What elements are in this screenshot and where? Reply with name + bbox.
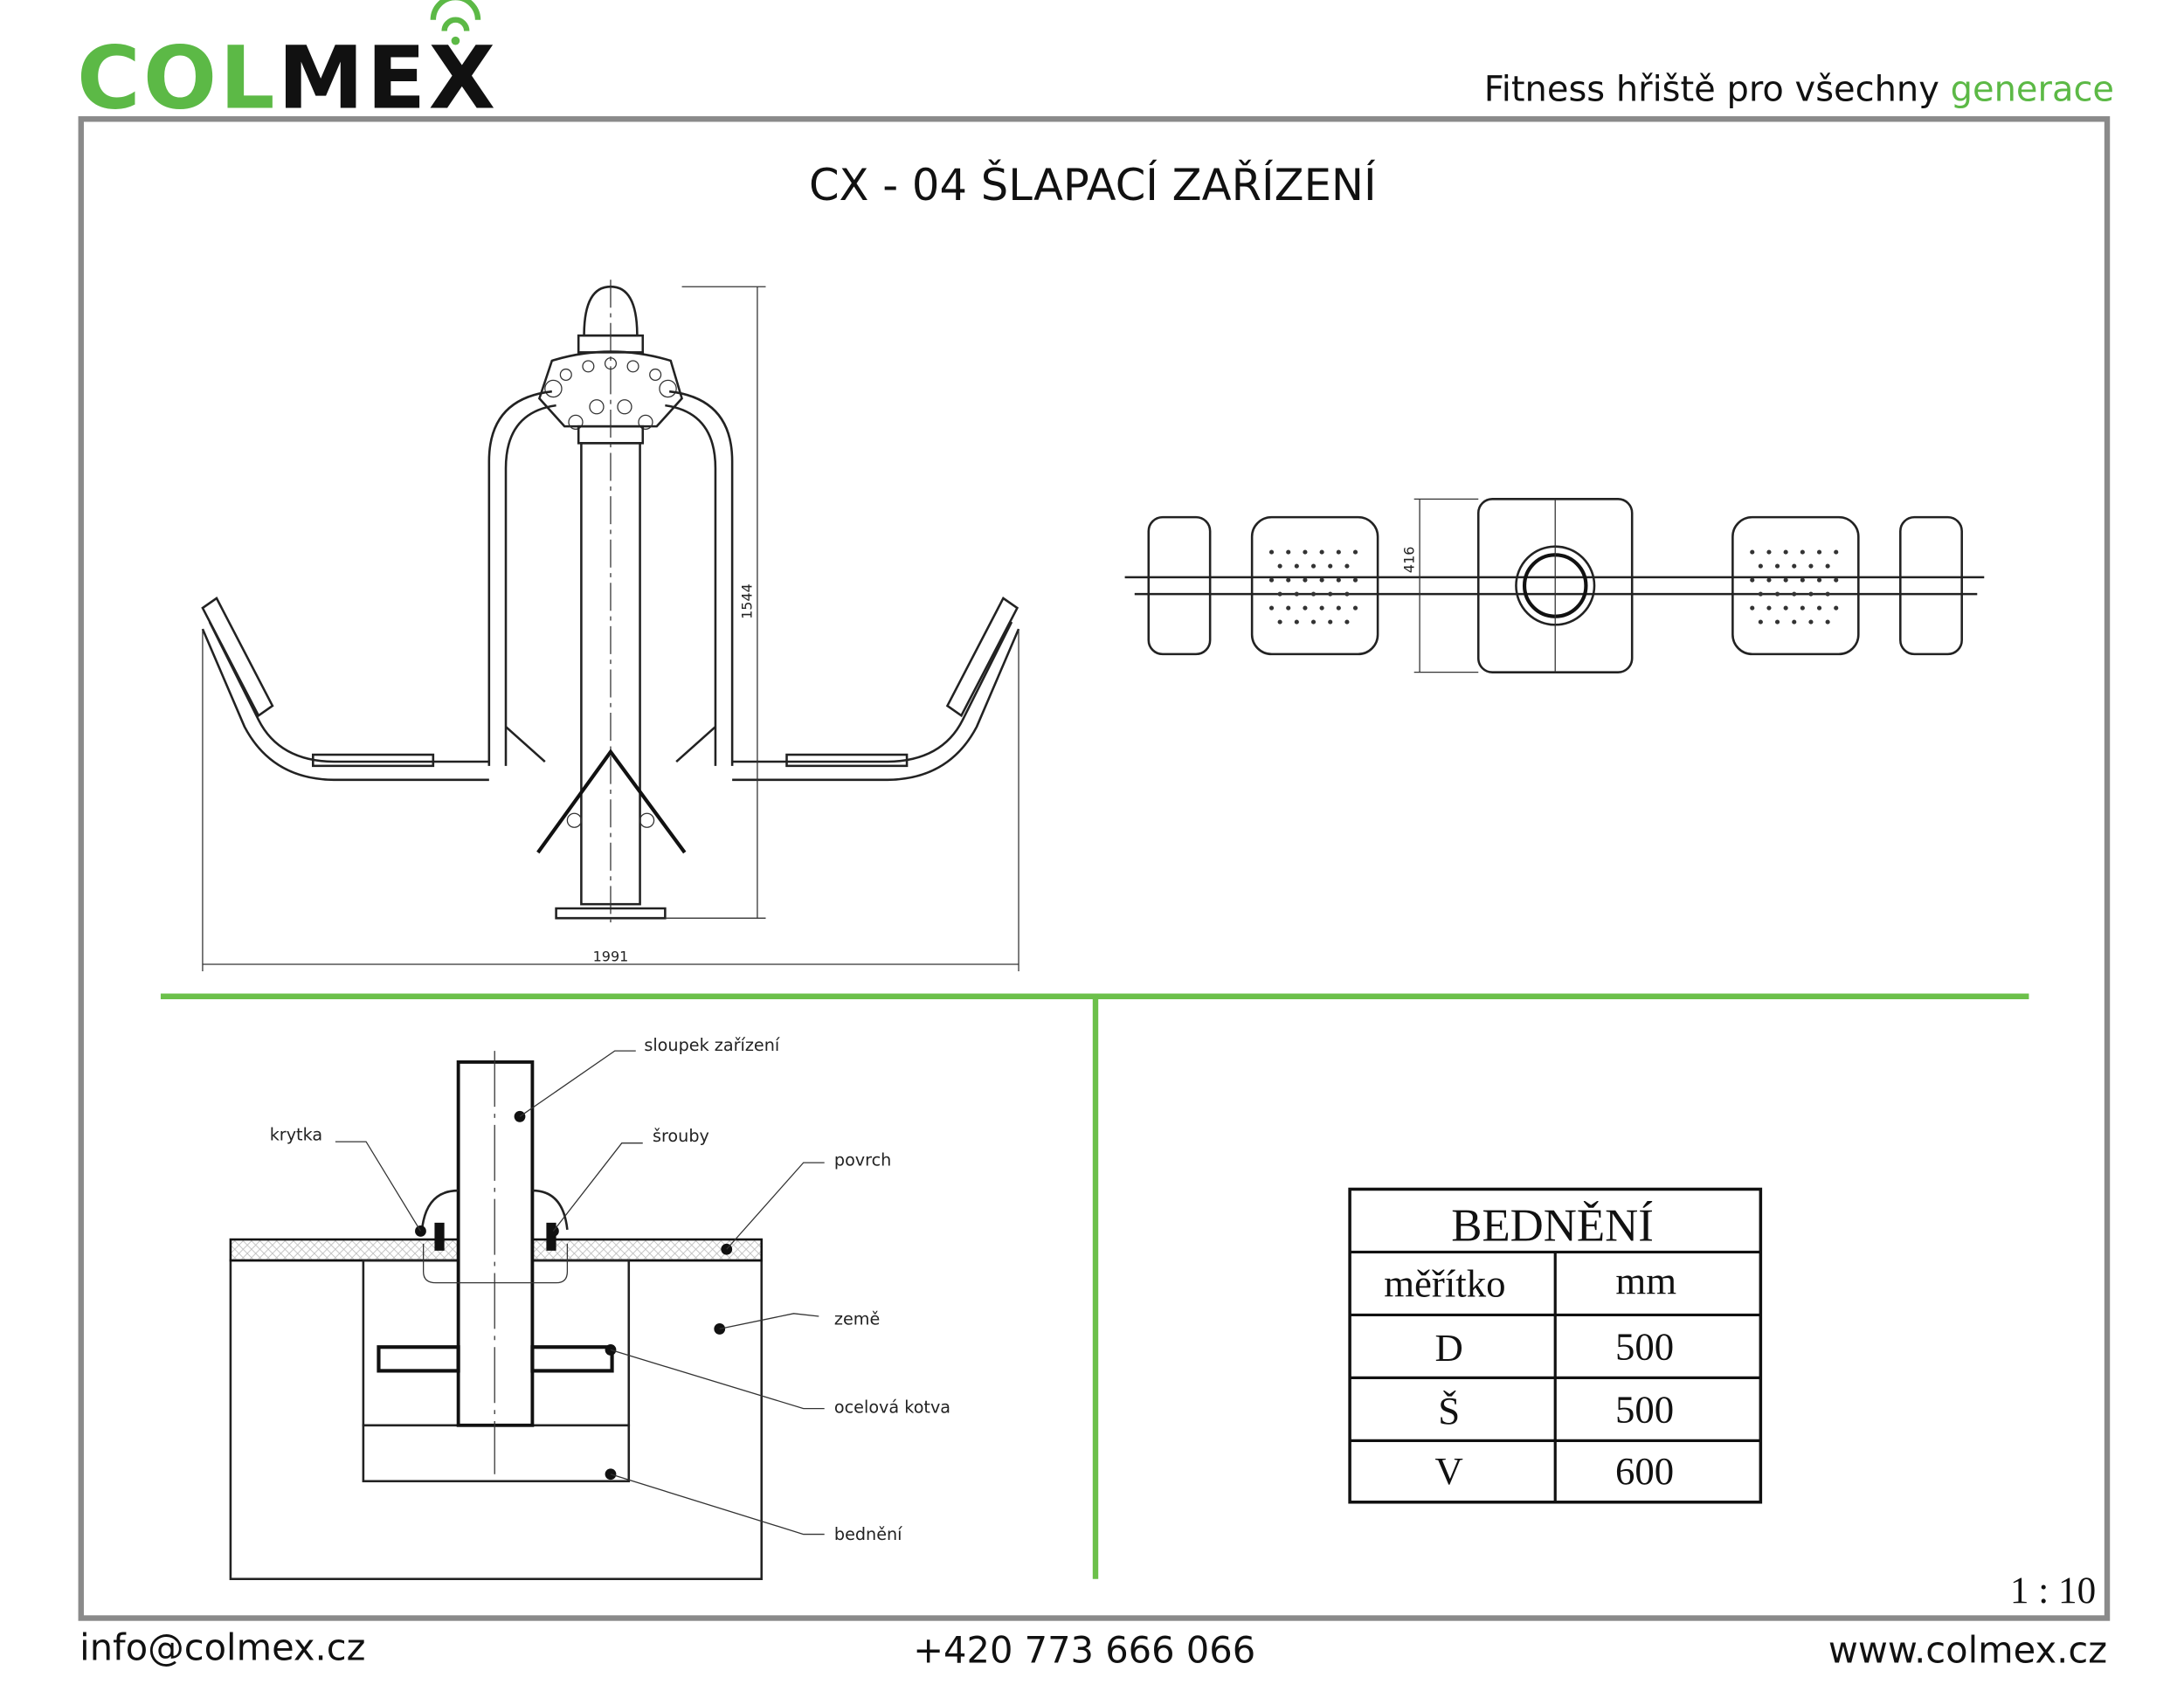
logo-black-text: MEX xyxy=(278,28,498,128)
label-anchor: ocelová kotva xyxy=(834,1397,950,1417)
table-row-value: 500 xyxy=(1615,1325,1674,1369)
signal-icon xyxy=(430,0,481,31)
drawing-scale: 1 : 10 xyxy=(2010,1570,2096,1612)
label-bolts: šrouby xyxy=(653,1126,709,1146)
formwork-table: BEDNĚNÍ měřítko mm D 500 Š 500 V 600 xyxy=(1348,1187,1763,1504)
table-header-unit: mm xyxy=(1615,1259,1676,1302)
logo-green-text: COL xyxy=(77,28,278,128)
svg-text:COLMEX: COLMEX xyxy=(77,28,498,128)
colmex-logo: COLMEX xyxy=(77,0,498,128)
dimension-height: 1544 xyxy=(739,583,756,619)
footer-website[interactable]: www.colmex.cz xyxy=(1828,1629,2107,1672)
foundation-section: sloupek zařízení krytka šrouby povrch ze… xyxy=(229,1035,950,1581)
tagline: Fitness hřiště pro všechny generace xyxy=(1484,69,2114,109)
footer-email[interactable]: info@colmex.cz xyxy=(79,1626,365,1669)
table-row-value: 500 xyxy=(1615,1388,1674,1432)
front-view-drawing: 1991 1544 xyxy=(201,280,1020,971)
table-row-label: V xyxy=(1434,1449,1462,1493)
dimension-depth: 416 xyxy=(1401,547,1418,574)
table-header-scale: měřítko xyxy=(1384,1262,1505,1306)
page-title: CX - 04 ŠLAPACÍ ZAŘÍZENÍ xyxy=(809,159,1377,211)
table-row-label: D xyxy=(1434,1326,1462,1370)
label-surface: povrch xyxy=(834,1149,891,1170)
pedal-holes xyxy=(1268,549,1839,625)
sheet-frame xyxy=(78,116,2111,1621)
top-view-drawing: 416 xyxy=(1124,498,1985,673)
dimension-width: 1991 xyxy=(593,949,629,965)
footer-phone[interactable]: +420 773 666 066 xyxy=(913,1629,1255,1672)
label-post: sloupek zařízení xyxy=(644,1035,780,1055)
table-title: BEDNĚNÍ xyxy=(1451,1201,1654,1252)
label-ground: země xyxy=(834,1309,880,1329)
table-row-value: 600 xyxy=(1615,1449,1674,1493)
label-formwork: bednění xyxy=(834,1524,902,1544)
table-row-label: Š xyxy=(1438,1389,1460,1432)
label-cover: krytka xyxy=(270,1124,322,1144)
